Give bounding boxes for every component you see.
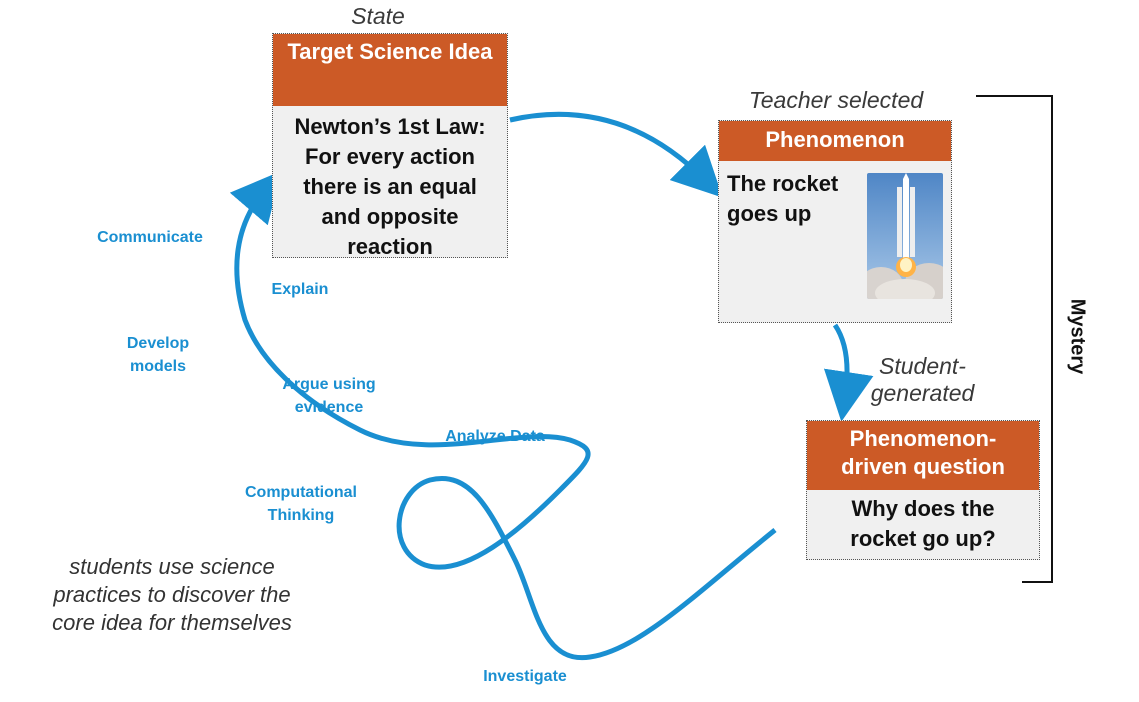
phenomenon-header: Phenomenon bbox=[719, 121, 951, 161]
target-idea-header: Target Science Idea bbox=[273, 34, 507, 106]
practice-analyze: Analyze Data bbox=[445, 428, 545, 445]
question-box: Phenomenon-driven question Why does the … bbox=[806, 420, 1040, 560]
practice-communicate: Communicate bbox=[97, 229, 203, 246]
phenomenon-caption: Teacher selected bbox=[748, 87, 924, 113]
target-idea-box: Target Science Idea Newton’s 1st Law: Fo… bbox=[272, 33, 508, 259]
mystery-label: Mystery bbox=[1066, 298, 1089, 375]
practice-argue: Argue using evidence bbox=[282, 376, 376, 416]
arrow-phenomenon-to-question bbox=[823, 323, 874, 422]
practices-note: students use science practices to discov… bbox=[52, 554, 292, 635]
question-header: Phenomenon-driven question bbox=[807, 421, 1039, 490]
practice-investigate: Investigate bbox=[483, 668, 567, 685]
question-body: Why does the rocket go up? bbox=[850, 496, 996, 551]
practice-develop-models: Develop models bbox=[126, 335, 190, 375]
arrow-idea-to-phenomenon bbox=[509, 111, 723, 198]
target-idea-body: Newton’s 1st Law: For every action there… bbox=[294, 114, 486, 259]
practice-computational: Computational Thinking bbox=[245, 484, 357, 524]
mystery-bracket bbox=[976, 95, 1053, 583]
phenomenon-box: Phenomenon The rocket goes up bbox=[718, 120, 952, 323]
phenomenon-body: The rocket goes up bbox=[727, 171, 839, 226]
question-caption: Student-generated bbox=[870, 353, 975, 406]
rocket-image bbox=[867, 173, 943, 299]
practices-path bbox=[229, 171, 777, 661]
practice-explain: Explain bbox=[271, 281, 329, 298]
